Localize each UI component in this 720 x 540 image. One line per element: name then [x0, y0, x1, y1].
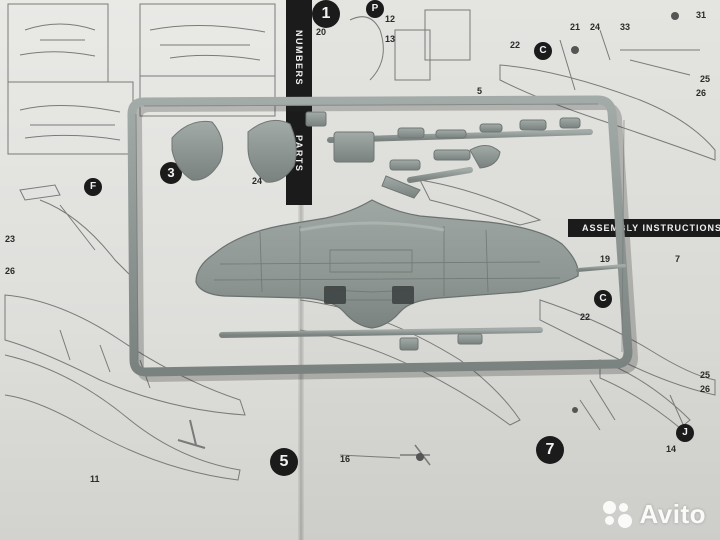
sprue-frame	[127, 95, 633, 377]
step-1-badge: 1	[312, 0, 340, 28]
lower-wing-part	[195, 199, 579, 329]
small-part	[433, 149, 471, 161]
small-part	[389, 159, 421, 171]
part-number: 20	[316, 27, 327, 37]
letter-c-badge: C	[534, 42, 552, 60]
part-number: 22	[580, 312, 591, 322]
tailplane-right-part	[247, 119, 297, 183]
part-number: 13	[385, 34, 396, 44]
avito-watermark: Avito	[603, 499, 706, 530]
watermark-text: Avito	[639, 499, 706, 529]
part-number: 7	[675, 254, 681, 264]
small-part	[469, 145, 501, 169]
part-number: 14	[666, 444, 677, 454]
small-part	[399, 337, 419, 351]
part-number: 24	[252, 176, 263, 186]
small-part	[305, 111, 327, 127]
part-number: 19	[600, 254, 611, 264]
small-part	[519, 119, 547, 131]
part-number: 21	[570, 22, 581, 32]
part-number: 5	[477, 86, 483, 96]
band-label-numbers: NUMBERS	[294, 30, 304, 87]
small-part	[479, 123, 503, 133]
small-part	[457, 333, 483, 345]
part-number: 25	[700, 370, 711, 380]
small-part	[435, 129, 467, 139]
letter-j-badge: J	[676, 424, 694, 442]
part-number: 22	[510, 40, 521, 50]
sprue-gates	[136, 264, 626, 342]
part-number: 23	[5, 234, 16, 244]
part-number: 25	[700, 74, 711, 84]
small-part	[397, 127, 425, 139]
part-number: 11	[90, 474, 100, 484]
part-number: 12	[385, 14, 396, 24]
propeller-part	[381, 175, 421, 199]
parts-map-box-4	[139, 75, 276, 117]
avito-logo-icon	[603, 500, 635, 529]
part-number: 26	[700, 384, 711, 394]
letter-f-badge: F	[84, 178, 102, 196]
part-number: 26	[696, 88, 707, 98]
assembly-instructions-banner: ASSEMBLY INSTRUCTIONS	[568, 219, 720, 237]
letter-c-badge-2: C	[594, 290, 612, 308]
part-number: 26	[5, 266, 16, 276]
sprue-small-parts	[171, 111, 581, 351]
part-number: 33	[620, 22, 631, 32]
band-label-parts: PARTS	[294, 135, 304, 173]
step-3-badge: 3	[160, 162, 182, 184]
part-number: 24	[590, 22, 601, 32]
step-7-badge: 7	[536, 436, 564, 464]
block-part	[333, 131, 375, 163]
small-part	[559, 117, 581, 129]
part-number: 16	[340, 454, 351, 464]
step-5-badge: 5	[270, 448, 298, 476]
part-number: 31	[696, 10, 707, 20]
tailplane-left-part	[171, 120, 224, 181]
letter-p-badge: P	[366, 0, 384, 18]
